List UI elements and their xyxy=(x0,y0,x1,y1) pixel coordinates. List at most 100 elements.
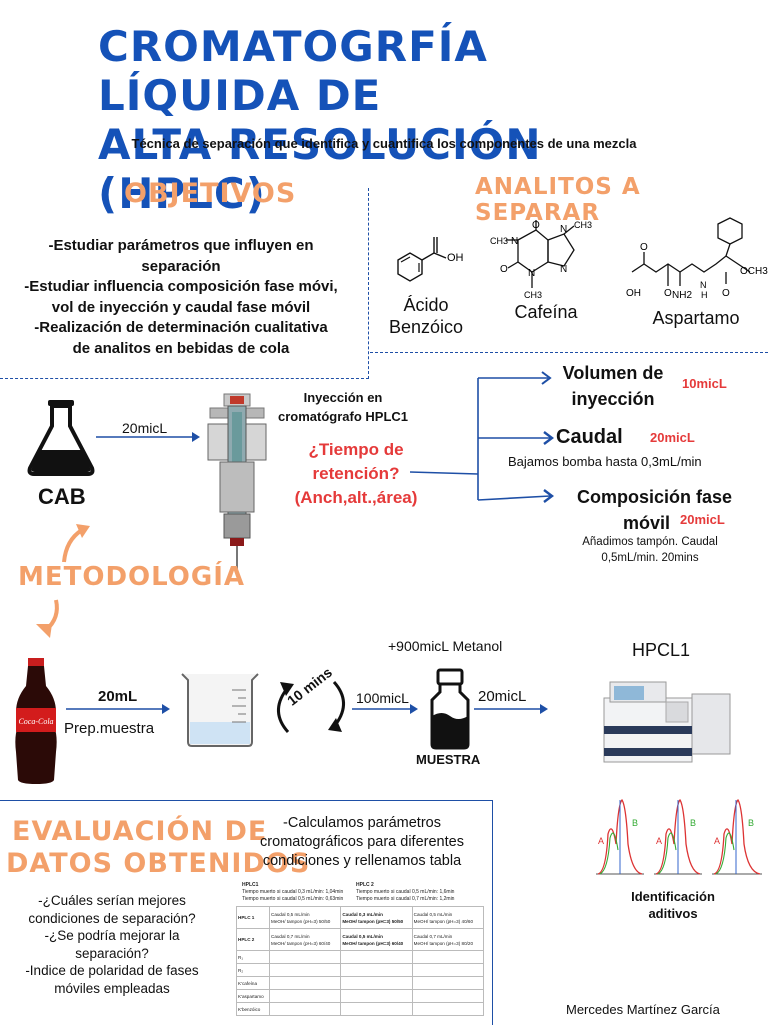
identificacion-line: aditivos xyxy=(648,906,698,921)
title-line-1: CROMATOGRFÍA LÍQUIDA DE xyxy=(98,22,488,120)
aspartame-label: OCH3 xyxy=(740,266,768,277)
objetivo-line: -Realización de determinación cualitativ… xyxy=(34,319,328,336)
question-line: -Indice de polaridad de fases xyxy=(25,963,199,978)
table-cell-line: MeOH/ tampon (pH=3) 50/50 xyxy=(342,918,404,924)
peak-label: B xyxy=(748,818,754,828)
peak-label: B xyxy=(632,818,638,828)
retencion-line: (Anch,alt.,área) xyxy=(294,488,418,507)
peak-label: A xyxy=(598,836,604,846)
branch-arrows xyxy=(410,371,554,503)
injector-icon xyxy=(207,393,267,576)
table-cell: K'aspartamo xyxy=(236,989,270,1003)
caffeine-structure: N N N N O O CH3 CH3 CH3 xyxy=(490,220,592,300)
caffeine-atom: O xyxy=(532,220,540,231)
analito-name-aspartamo: Aspartamo xyxy=(652,308,740,328)
table-row: K'aspartamo xyxy=(236,989,485,1003)
cycle-arrows-icon xyxy=(277,680,345,734)
caffeine-methyl: CH3 xyxy=(490,236,508,246)
analito-name-line: Ácido xyxy=(403,295,449,315)
calc-line: condiciones y rellenamos tabla xyxy=(262,853,462,869)
caffeine-atom: N xyxy=(560,264,567,275)
table-cell-line: MeOH/ tampon (pH=3) 60/40 xyxy=(342,940,404,946)
coke-logo-text: Coca-Cola xyxy=(18,717,53,726)
table-cell: R₂ xyxy=(236,963,270,977)
flask-icon xyxy=(27,400,95,476)
table-cell-line: MeOH/ tampon (pH=3) 50/50 xyxy=(271,918,331,924)
caffeine-atom: O xyxy=(500,264,508,275)
peak-label: A xyxy=(714,836,720,846)
inyeccion-line: cromatógrafo HPLC1 xyxy=(277,409,409,424)
param-caudal-value: 20micL xyxy=(650,430,695,445)
question-line: condiciones de separación? xyxy=(28,910,196,926)
identificacion-line: Identificación xyxy=(631,889,715,904)
cab-label: CAB xyxy=(38,484,86,509)
aspartame-label: H xyxy=(701,290,708,300)
table-note: Tiempo muerto si caudal 0,5 mL/min: 0,63… xyxy=(242,896,344,902)
table-note: Tiempo muerto si caudal 0,5 mL/min: 1,6m… xyxy=(356,889,455,895)
objetivo-line: -Estudiar influencia composición fase mó… xyxy=(24,278,338,295)
param-caudal-note: Bajamos bomba hasta 0,3mL/min xyxy=(508,454,702,469)
step1-sub: Prep.muestra xyxy=(64,720,155,737)
param-title-line: inyección xyxy=(571,389,655,409)
param-caudal-title: Caudal xyxy=(556,426,623,448)
objetivo-line: separación xyxy=(141,257,221,275)
table-cell: K'benzóico xyxy=(236,1002,270,1016)
arrow-label-20micl: 20micL xyxy=(122,420,168,436)
aspartame-label: O xyxy=(664,288,672,299)
param-volumen-title: Volumen de inyección xyxy=(548,360,678,412)
page-subtitle: Técnica de separación que identifica y c… xyxy=(131,136,637,151)
evaluacion-questions: -¿Cuáles serían mejores condiciones de s… xyxy=(0,892,224,997)
table-cell-line: MeOH/ tampon (pH=3) 80/20 xyxy=(413,940,474,946)
peak-group-2: A B xyxy=(654,798,702,875)
table-cell: HPLC 1 xyxy=(236,906,270,929)
benzoic-acid-structure: OH xyxy=(397,237,464,282)
vial-icon xyxy=(430,668,470,750)
caffeine-methyl: CH3 xyxy=(524,290,542,300)
table-row: K'cafeína xyxy=(236,976,485,990)
arrow-up-orange-icon xyxy=(62,524,90,563)
param-composicion-value: 20micL xyxy=(680,512,725,527)
muestra-label: MUESTRA xyxy=(416,752,481,767)
table-notes: HPLC1 Tiempo muerto si caudal 0,3 mL/min… xyxy=(236,880,484,906)
inyeccion-label: Inyección en cromatógrafo HPLC1 xyxy=(268,388,418,426)
table-note: Tiempo muerto si caudal 0,3 mL/min: 1,04… xyxy=(242,889,344,895)
table-row: K'benzóico xyxy=(236,1002,485,1016)
table-cell: K'cafeína xyxy=(236,976,270,990)
caffeine-methyl: CH3 xyxy=(574,220,592,230)
param-composicion-note: Añadimos tampón. Caudal 0,5mL/min. 20min… xyxy=(570,534,730,566)
evaluacion-box xyxy=(0,800,493,1025)
objetivos-box xyxy=(0,188,369,379)
beaker-icon xyxy=(181,673,259,747)
param-title-line: Volumen de xyxy=(562,363,664,383)
calc-line: -Calculamos parámetros xyxy=(283,815,441,831)
table-hplc2-title: HPLC 2 xyxy=(356,882,374,888)
caffeine-atom: N xyxy=(528,268,535,279)
table-cell-line: MeOH/ tampon (pH=3) 40/60 xyxy=(413,918,474,924)
retencion-line: retención? xyxy=(312,464,400,483)
table-cell-line: Caudal 0,7 mL/min xyxy=(271,933,310,939)
note-line: Añadimos tampón. Caudal xyxy=(582,536,718,548)
objetivos-heading: OBJETIVOS xyxy=(124,178,297,209)
aspartame-label: NH2 xyxy=(672,290,692,301)
objetivo-line: de analitos en bebidas de cola xyxy=(72,339,290,357)
peak-group-3: A B xyxy=(712,798,762,875)
evaluacion-heading-line: EVALUACIÓN DE xyxy=(12,816,268,847)
table-cell-line: Caudal 0,3 mL/min xyxy=(342,911,383,917)
chromatogram-peaks-icon: A B A B A B xyxy=(596,798,762,875)
evaluacion-heading: EVALUACIÓN DE DATOS OBTENIDOS xyxy=(6,816,310,880)
retencion-question: ¿Tiempo de retención? (Anch,alt.,área) xyxy=(276,438,436,510)
table-cell: R₁ xyxy=(236,950,270,964)
objetivo-line: -Estudiar parámetros que influyen en xyxy=(48,237,314,254)
objetivo-line: vol de inyección y caudal fase móvil xyxy=(51,298,311,316)
inyeccion-line: Inyección en xyxy=(303,390,383,405)
analitos-heading: ANALITOS A SEPARAR xyxy=(475,174,641,226)
step2-label: 100micL xyxy=(356,690,409,706)
author-credit: Mercedes Martínez García xyxy=(566,1002,720,1017)
table-cell-line: MeOH/ tampon (pH=3) 60/40 xyxy=(271,940,331,946)
